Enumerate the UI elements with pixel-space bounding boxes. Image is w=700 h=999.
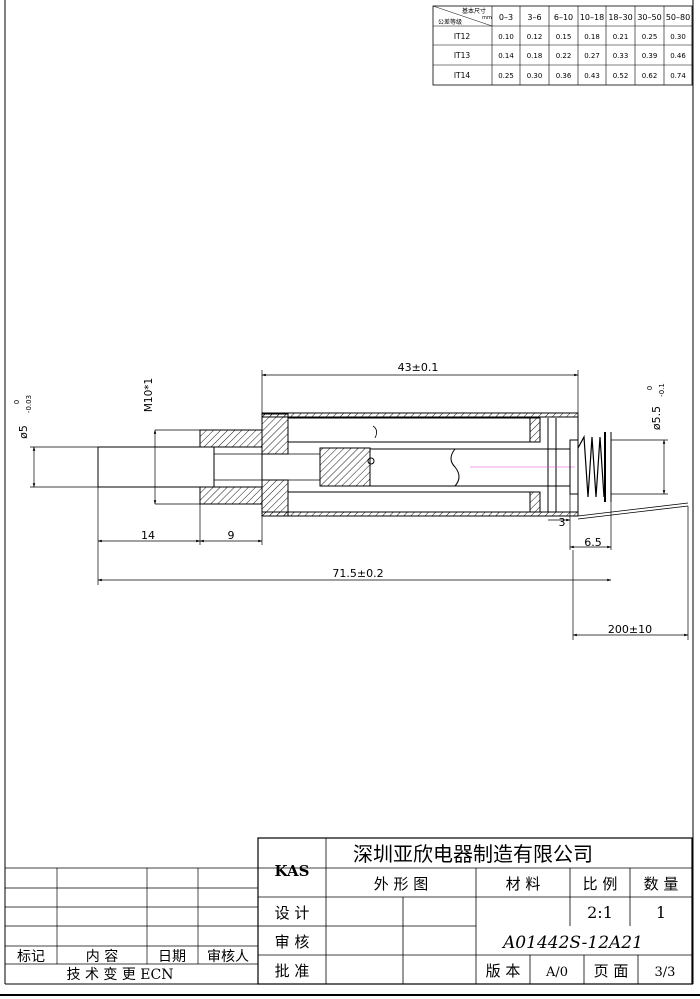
table-cell: 0.39 xyxy=(642,52,658,60)
coil-upper xyxy=(287,417,531,443)
table-cell: 0.43 xyxy=(584,72,600,80)
pole-piece xyxy=(319,447,371,487)
revision-footer: 技 术 变 更 ECN xyxy=(67,967,174,983)
table-cell: 0.14 xyxy=(498,52,514,60)
table-corner-diagonal xyxy=(432,5,493,27)
material-label: 材 料 xyxy=(506,875,541,893)
table-cell: 0.27 xyxy=(584,52,600,60)
title-block xyxy=(257,837,693,985)
revision-col-mark: 标记 xyxy=(17,949,45,965)
tolerance-table: 基本尺寸 mm 公差等级 0–3 3–6 6–10 10–18 18–30 30… xyxy=(432,5,693,86)
housing-top-wall xyxy=(261,412,579,418)
table-corner-bottom: 公差等级 xyxy=(438,18,462,26)
table-corner-unit: mm xyxy=(482,15,492,21)
dim-spring-len: 6.5 xyxy=(584,536,602,549)
lead-wire-2 xyxy=(577,505,689,520)
revision-col-reviewer: 审核人 xyxy=(207,949,249,965)
page-value: 3/3 xyxy=(655,965,676,980)
table-col-header: 0–3 xyxy=(499,13,513,22)
end-plate-upper xyxy=(529,417,541,443)
dim-thread-len: 9 xyxy=(228,529,235,542)
quantity-label: 数 量 xyxy=(644,875,679,893)
table-col-header: 10–18 xyxy=(580,13,604,22)
table-row-grade: IT14 xyxy=(454,71,471,80)
dim-end-dia: ø5.5 xyxy=(650,406,663,430)
table-cell: 0.22 xyxy=(556,52,572,60)
table-cell: 0.74 xyxy=(670,72,686,80)
drawing-name: 外 形 图 xyxy=(374,875,429,893)
solenoid-section-view xyxy=(97,412,689,520)
approve-label: 批 准 xyxy=(275,962,310,980)
table-cell: 0.36 xyxy=(556,72,572,80)
version-value: A/0 xyxy=(545,965,568,980)
dim-gap: 3 xyxy=(559,516,566,529)
pole-pin xyxy=(367,457,375,465)
dimension-labels: 43±0.1 M10*1 ø5 0 -0.03 ø5.5 0 -0.1 14 9… xyxy=(13,361,666,636)
table-cell: 0.46 xyxy=(670,52,686,60)
table-cell: 0.30 xyxy=(670,33,686,41)
end-plate-lower xyxy=(529,491,541,513)
return-spring xyxy=(577,434,605,498)
dim-end-tol-lower: -0.1 xyxy=(658,383,666,397)
dim-total-length: 71.5±0.2 xyxy=(332,567,383,580)
break-line xyxy=(450,448,460,487)
table-cell: 0.25 xyxy=(498,72,514,80)
table-cell: 0.12 xyxy=(527,33,543,41)
title-block-text: KAS 深圳亚欣电器制造有限公司 外 形 图 材 料 比 例 数 量 2:1 1… xyxy=(275,842,679,980)
housing-bottom-wall xyxy=(261,511,579,517)
scale-label: 比 例 xyxy=(583,875,618,893)
dim-shaft-ext: 14 xyxy=(141,529,155,542)
quantity-value: 1 xyxy=(656,903,666,922)
dim-shaft-dia: ø5 xyxy=(17,425,30,439)
table-cell: 0.18 xyxy=(584,33,600,41)
dim-shaft-tol-lower: -0.03 xyxy=(25,395,33,413)
revision-block xyxy=(5,867,258,965)
dim-body-length: 43±0.1 xyxy=(398,361,439,374)
table-cell: 0.30 xyxy=(527,72,543,80)
review-label: 审 核 xyxy=(275,933,310,951)
table-corner-top: 基本尺寸 xyxy=(462,7,486,15)
plunger-shaft xyxy=(97,446,215,488)
company-logo: KAS xyxy=(275,862,310,880)
table-cell: 0.33 xyxy=(613,52,629,60)
table-cell: 0.15 xyxy=(556,33,572,41)
dim-lead-length: 200±10 xyxy=(608,623,652,636)
table-col-header: 18–30 xyxy=(608,13,632,22)
scale-value: 2:1 xyxy=(587,903,613,922)
table-cell: 0.25 xyxy=(642,33,658,41)
end-flange-lower xyxy=(261,479,289,517)
revision-block-text: 标记 内 容 日期 审核人 技 术 变 更 ECN xyxy=(17,948,249,983)
table-row-grade: IT13 xyxy=(454,51,471,60)
table-row-grade: IT12 xyxy=(454,32,471,41)
company-name: 深圳亚欣电器制造有限公司 xyxy=(353,842,593,866)
table-cell: 0.10 xyxy=(498,33,514,41)
table-cell: 0.21 xyxy=(613,33,629,41)
revision-col-date: 日期 xyxy=(158,949,186,965)
table-cell: 0.18 xyxy=(527,52,543,60)
dimension-lines xyxy=(30,370,689,640)
lead-wire xyxy=(577,502,689,517)
table-col-header: 6–10 xyxy=(554,13,573,22)
table-cell: 0.52 xyxy=(613,72,629,80)
plunger-tip xyxy=(569,439,579,495)
dim-end-tol-upper: 0 xyxy=(646,386,654,390)
design-label: 设 计 xyxy=(275,904,310,922)
page-label: 页 面 xyxy=(594,962,629,980)
drawing-number: A01442S-12A21 xyxy=(501,933,643,953)
version-label: 版 本 xyxy=(486,962,521,980)
table-col-header: 30–50 xyxy=(637,13,661,22)
table-col-header: 50–80 xyxy=(666,13,690,22)
thread-boss-lower xyxy=(199,486,263,505)
coil-lower xyxy=(287,491,531,513)
lead-wire-curve xyxy=(372,425,377,439)
table-cell: 0.62 xyxy=(642,72,658,80)
dim-thread: M10*1 xyxy=(143,378,155,412)
end-flange-upper xyxy=(261,413,289,455)
dim-shaft-tol-upper: 0 xyxy=(13,400,21,404)
table-col-header: 3–6 xyxy=(527,13,541,22)
revision-col-content: 内 容 xyxy=(86,948,118,965)
thread-boss-upper xyxy=(199,429,263,448)
